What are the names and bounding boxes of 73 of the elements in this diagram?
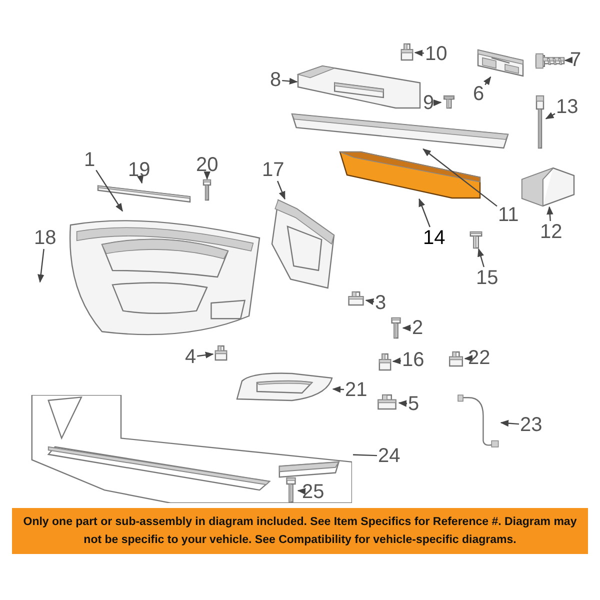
leader-line (277, 180, 286, 200)
leader-line (422, 148, 498, 207)
callout-number: 8 (270, 70, 282, 90)
leader-line (433, 99, 442, 106)
callout-number: 11 (498, 205, 519, 225)
callout-number: 24 (378, 446, 400, 466)
clip-icon (347, 292, 365, 305)
callout-number: 12 (540, 222, 562, 242)
leader-line (500, 420, 520, 427)
callout-number: 1 (84, 150, 96, 170)
disclaimer-text: Only one part or sub-assembly in diagram included. See Item Specifics for Reference #. Diagram may not be specific to your vehicle. See Compatibility for vehicle-specific diagrams. (22, 515, 578, 548)
leader-line (478, 248, 484, 268)
support-bracket-drawing (298, 66, 420, 108)
leader-line (398, 400, 408, 407)
bolt-icon (442, 96, 456, 108)
clip-icon (214, 346, 228, 360)
callout-number: 21 (345, 380, 368, 400)
mount-bracket-drawing (522, 168, 574, 206)
bolt-icon (535, 96, 545, 148)
callout-number: 10 (425, 44, 448, 64)
grille-drawing (272, 200, 334, 288)
callout-number: 19 (128, 160, 150, 180)
bolt-icon (202, 180, 212, 200)
callout-number: 6 (473, 84, 484, 104)
callout-number: 18 (34, 228, 56, 248)
leader-line (564, 56, 573, 64)
callout-number: 16 (402, 350, 424, 370)
leader-line (546, 206, 554, 222)
leader-line (282, 78, 298, 85)
leader-line (197, 352, 214, 358)
callout-number: 20 (196, 155, 218, 175)
bolt-icon (285, 478, 297, 502)
callout-number: 22 (468, 348, 490, 368)
leader-line (545, 112, 556, 120)
clip-icon (400, 44, 414, 60)
callout-number: 4 (185, 347, 196, 367)
callout-number: 17 (262, 160, 284, 180)
trim-strip-drawing (98, 184, 190, 202)
leader-line (464, 354, 473, 362)
leader-line (392, 358, 402, 364)
callout-number: 23 (520, 415, 542, 435)
clip-icon (378, 354, 392, 370)
bolt-icon (468, 232, 484, 248)
screw-icon (536, 52, 564, 70)
leader-line (38, 248, 44, 283)
callout-number: 7 (570, 50, 582, 70)
leader-line (297, 488, 306, 495)
clip-icon (448, 352, 464, 366)
leader-line (418, 198, 430, 228)
leader-line (96, 170, 123, 212)
callout-number: 2 (412, 318, 424, 338)
leader-line (137, 174, 144, 184)
bracket-line (352, 454, 378, 456)
leader-line (365, 298, 374, 305)
energy-absorber-drawing (340, 152, 480, 198)
callout-number: 9 (423, 93, 434, 113)
callout-number: 15 (476, 268, 498, 288)
bumper-beam-drawing (292, 114, 508, 148)
callout-number: 13 (556, 97, 578, 117)
bracket-drawing (478, 50, 523, 76)
callout-number: 14 (423, 228, 446, 248)
leader-line (483, 76, 492, 86)
leader-line (204, 171, 210, 180)
leader-line (414, 50, 424, 56)
callout-number: 25 (302, 482, 324, 502)
leader-line (402, 324, 411, 332)
callout-number: 3 (375, 293, 386, 313)
leader-line (332, 386, 344, 393)
bolt-icon (390, 318, 402, 338)
wiring-harness-drawing (458, 395, 500, 447)
clip-icon (376, 395, 398, 409)
callout-number: 5 (408, 394, 420, 414)
notice-banner (12, 508, 588, 554)
